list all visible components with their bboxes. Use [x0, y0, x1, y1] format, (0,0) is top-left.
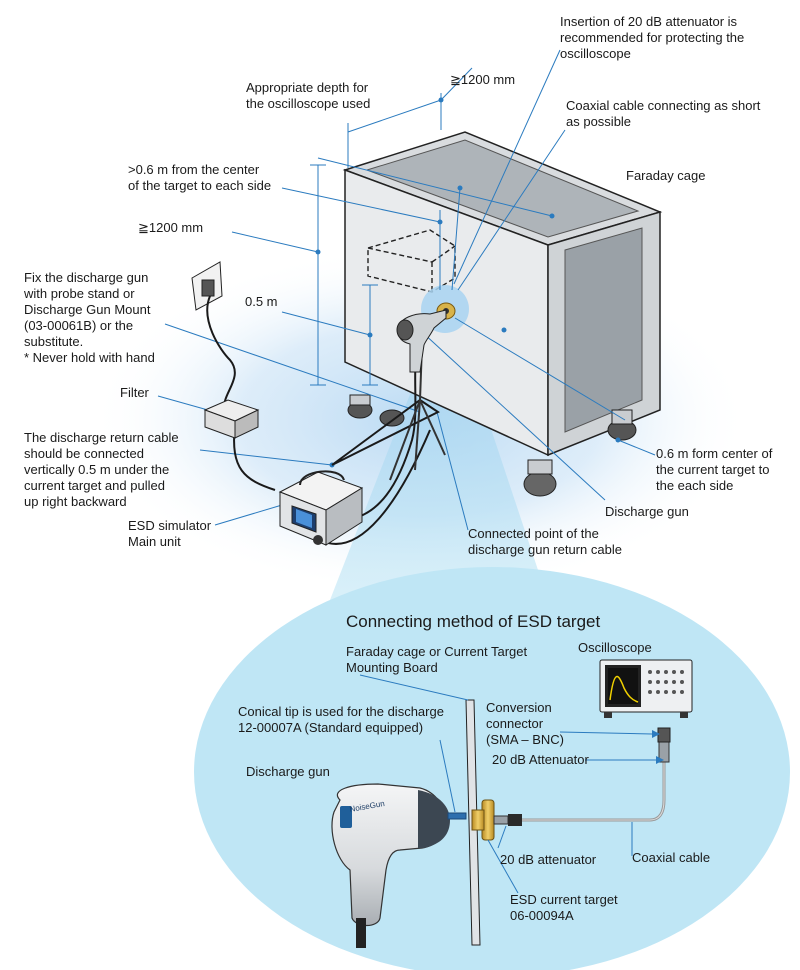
filter-box	[203, 399, 260, 439]
coaxial-cable-label: Coaxial cable	[632, 850, 711, 865]
conversion-connector-label: Conversion connector (SMA – BNC)	[486, 700, 565, 747]
conical-tip-note: Conical tip is used for the discharge 12…	[238, 704, 444, 735]
discharge-gun-top	[396, 309, 447, 373]
detail-leader-arrows	[652, 730, 664, 764]
return-cable-note: The discharge return cable should be con…	[24, 430, 179, 509]
oscilloscope-label: Oscilloscope	[578, 640, 652, 655]
simulator-label: ESD simulator Main unit	[128, 518, 212, 549]
zoom-beam	[330, 330, 548, 600]
height-value: ≧1200 mm	[138, 220, 204, 235]
oscilloscope-device	[599, 659, 693, 718]
filter-label: Filter	[120, 385, 149, 400]
faraday-cage-label: Faraday cage	[626, 168, 706, 183]
current-target-label: ESD current target 06-00094A	[510, 892, 618, 923]
detail-leaders	[359, 674, 656, 894]
connected-point-note: Connected point of the discharge gun ret…	[468, 526, 622, 557]
side-distance-note: >0.6 m from the center of the target to …	[128, 162, 272, 193]
depth-note: Appropriate depth for the oscilloscope u…	[246, 80, 371, 111]
attenuator-upper-label: 20 dB Attenuator	[492, 752, 589, 767]
attenuator-lower-label: 20 dB attenuator	[500, 852, 597, 867]
discharge-gun-label: Discharge gun	[605, 504, 689, 519]
mounting-board-label: Faraday cage or Current Target Mounting …	[346, 644, 528, 675]
dimension-lines	[157, 49, 656, 531]
half-meter-label: 0.5 m	[245, 294, 278, 309]
discharge-gun-detail: NoiseGun	[331, 783, 467, 948]
power-outlet	[191, 261, 223, 311]
detail-title: Connecting method of ESD target	[346, 612, 601, 631]
fix-gun-note: Fix the discharge gun with probe stand o…	[24, 270, 155, 365]
front-distance-note: 0.6 m form center of the current target …	[656, 446, 773, 493]
discharge-gun-detail-label: Discharge gun	[246, 764, 330, 779]
attenuator-note: Insertion of 20 dB attenuator is recomme…	[560, 14, 745, 61]
current-target-detail	[471, 799, 522, 841]
esd-simulator-unit	[278, 470, 364, 546]
depth-value: ≧1200 mm	[450, 72, 516, 87]
coax-note: Coaxial cable connecting as short as pos…	[566, 98, 761, 129]
